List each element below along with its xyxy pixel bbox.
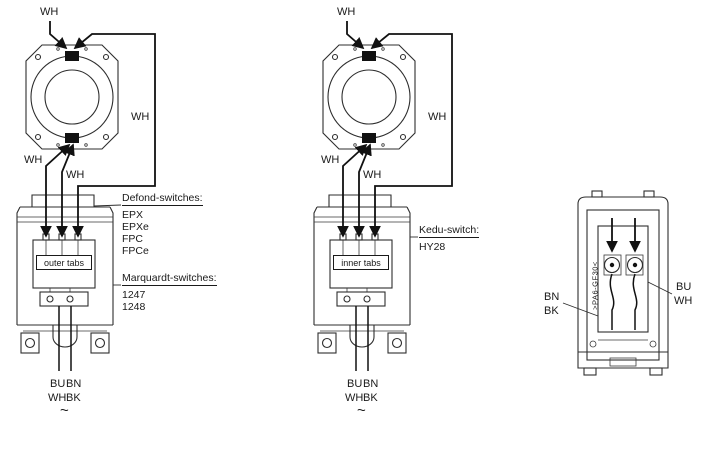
- switch-housing-left: [16, 194, 114, 372]
- switch-module-right: [577, 190, 669, 376]
- field-wires-left: [40, 21, 156, 255]
- cord-label-bn-left: BN: [66, 378, 82, 390]
- annotation-title-defond: Defond-switches:: [122, 192, 203, 206]
- cord-label-bn-middle: BN: [363, 378, 379, 390]
- annotation-title-kedu: Kedu-switch:: [419, 224, 480, 238]
- field-lead-label-wh-bottommid-left: WH: [66, 169, 85, 181]
- inner-tabs-label: inner tabs: [341, 257, 381, 268]
- annotation-item-epxe: EPXe: [122, 221, 149, 233]
- module-wire-label-bn: BN: [544, 291, 560, 303]
- field-lead-label-wh-top-left: WH: [40, 6, 59, 18]
- module-wire-label-wh: WH: [674, 295, 693, 307]
- outer-tabs-label: outer tabs: [43, 257, 85, 268]
- field-lead-label-wh-bottomleft-middle: WH: [321, 154, 340, 166]
- annotation-item-1247: 1247: [122, 289, 146, 301]
- cord-label-wh-middle: WH: [345, 392, 364, 404]
- switch-housing-middle: [313, 194, 411, 372]
- cord-label-bu-middle: BU: [347, 378, 363, 390]
- annotation-item-epx: EPX: [122, 209, 144, 221]
- field-lead-label-wh-right-middle: WH: [428, 111, 447, 123]
- annotation-title-marquardt: Marquardt-switches:: [122, 272, 217, 286]
- annotation-item-1248: 1248: [122, 301, 146, 313]
- annotation-item-fpc: FPC: [122, 233, 143, 245]
- cord-label-bu-left: BU: [50, 378, 66, 390]
- field-lead-label-wh-right-left: WH: [131, 111, 150, 123]
- cord-label-bk-middle: BK: [363, 392, 378, 404]
- module-wire-label-bu: BU: [676, 281, 692, 293]
- field-lead-label-wh-bottommid-middle: WH: [363, 169, 382, 181]
- annotation-item-hy28: HY28: [419, 241, 446, 253]
- ac-supply-symbol-left: ~: [60, 402, 69, 419]
- cord-label-bk-left: BK: [66, 392, 81, 404]
- ac-supply-symbol-middle: ~: [357, 402, 366, 419]
- annotation-defond-switches: Defond-switches: EPX EPXe FPC FPCe: [122, 192, 203, 257]
- cord-label-wh-left: WH: [48, 392, 67, 404]
- annotation-item-fpce: FPCe: [122, 245, 149, 257]
- stator-field-left: [25, 44, 119, 150]
- annotation-kedu-switch: Kedu-switch: HY28: [419, 224, 480, 253]
- material-marking: >PA6-GF30<: [590, 261, 600, 310]
- outer-tabs-label-box: outer tabs: [36, 255, 92, 270]
- inner-tabs-label-box: inner tabs: [333, 255, 389, 270]
- module-wire-label-bk: BK: [544, 305, 559, 317]
- field-wires-middle: [337, 21, 453, 255]
- annotation-marquardt-switches: Marquardt-switches: 1247 1248: [122, 272, 217, 313]
- field-lead-label-wh-bottomleft-left: WH: [24, 154, 43, 166]
- field-lead-label-wh-top-middle: WH: [337, 6, 356, 18]
- stator-field-middle: [322, 44, 416, 150]
